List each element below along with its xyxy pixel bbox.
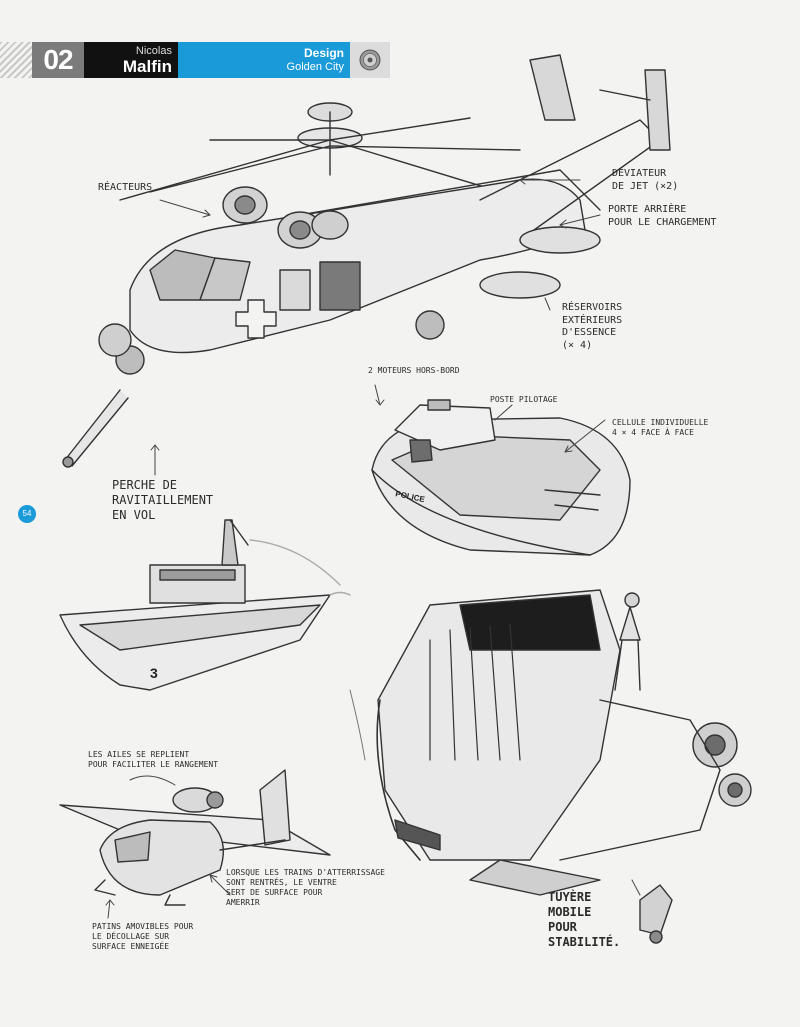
hovercraft-sketch <box>371 399 631 556</box>
catamaran-sketch <box>59 519 351 691</box>
note-poste-pilotage: POSTE PILOTAGE <box>490 395 558 404</box>
note-perche: PERCHE DE RAVITAILLEMENT EN VOL <box>112 478 214 522</box>
note-moteurs: 2 MOTEURS HORS-BORD <box>368 366 460 375</box>
section-subtitle: Golden City <box>286 61 344 73</box>
helicopter-sketch <box>62 54 671 468</box>
section-block: Design Golden City <box>178 42 350 78</box>
note-tuyere: TUYÈRE MOBILE POUR STABILITÉ. <box>548 890 621 949</box>
note-reservoirs: RÉSERVOIRS EXTÉRIEURS D'ESSENCE (× 4) <box>562 302 623 351</box>
page-number-badge: 54 <box>18 505 36 523</box>
boat-number: 3 <box>150 665 158 681</box>
disc-icon <box>359 49 381 71</box>
header-hatch <box>0 42 32 78</box>
note-porte-arriere: PORTE ARRIÈRE POUR LE CHARGEMENT <box>608 204 717 228</box>
note-ailes: LES AILES SE REPLIENT POUR FACILITER LE … <box>88 750 219 769</box>
annotation-arrows <box>105 175 641 919</box>
note-reacteurs: RÉACTEURS <box>98 182 153 193</box>
seaplane-sketch <box>59 769 331 906</box>
hoverbike-sketch <box>349 589 752 944</box>
note-trains: LORSQUE LES TRAINS D'ATTERRISSAGE SONT R… <box>226 868 385 907</box>
note-patins: PATINS AMOVIBLES POUR LE DÉCOLLAGE SUR S… <box>92 922 194 951</box>
author-last-name: Malfin <box>122 57 172 76</box>
section-title: Design <box>303 46 344 60</box>
author-block: Nicolas Malfin <box>84 42 178 78</box>
disc-icon-container <box>350 42 390 78</box>
note-deviateur: DÉVIATEUR DE JET (×2) <box>612 168 679 192</box>
note-cellule: CELLULE INDIVIDUELLE 4 × 4 FACE À FACE <box>612 418 709 437</box>
author-first-name: Nicolas <box>135 45 172 57</box>
chapter-number: 02 <box>32 42 84 78</box>
